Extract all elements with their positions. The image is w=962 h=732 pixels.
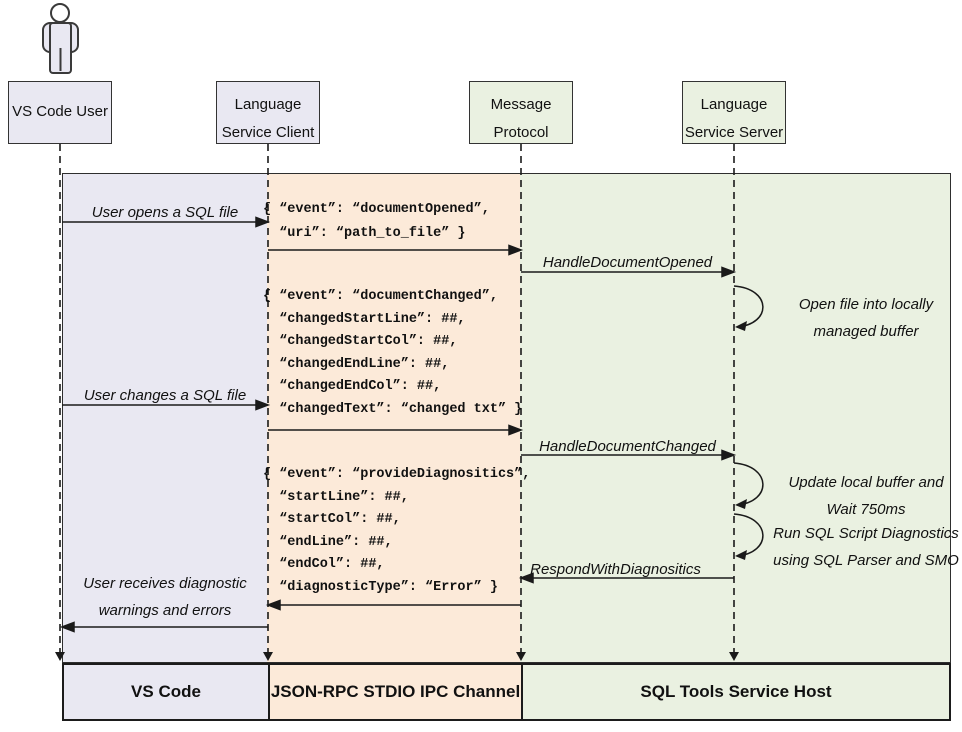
participant-label: Message: [490, 96, 552, 113]
lane-band-service-host: [520, 174, 950, 662]
lane-vscode: VS Code: [64, 665, 268, 719]
message-line: { “event”: “documentOpened”,: [263, 202, 490, 217]
label-respond-with-diagnostics: RespondWithDiagnositics: [530, 561, 701, 578]
message-line: “changedEndCol”: ##,: [263, 379, 442, 395]
message-line: “endCol”: ##,: [263, 557, 385, 573]
label-handle-document-changed: HandleDocumentChanged: [539, 438, 716, 455]
message-line: “uri”: “path_to_file” }: [263, 225, 466, 241]
label-user-receives-diagnostics: User receives diagnostic warnings and er…: [83, 575, 247, 619]
label-handle-document-opened: HandleDocumentOpened: [542, 254, 713, 271]
participant-label: Protocol: [493, 124, 549, 141]
label-open-file-buffer: Open file into locally managed buffer: [798, 296, 934, 340]
activity-bands: [62, 173, 951, 663]
label-run-diagnostics: Run SQL Script Diagnostics using SQL Par…: [773, 525, 959, 569]
message-line: “changedText”: “changed txt” }: [263, 401, 523, 417]
participant-label: Service Client: [221, 124, 315, 141]
person-icon: [42, 3, 79, 74]
participant-box-message-protocol: Message Protocol: [469, 81, 573, 144]
lane-service-host: SQL Tools Service Host: [521, 665, 949, 719]
label-user-opens-file: User opens a SQL file: [91, 204, 239, 221]
message-line: “endLine”: ##,: [263, 534, 393, 550]
message-line: “changedEndLine”: ##,: [263, 356, 450, 372]
system-lanes: VS Code JSON-RPC STDIO IPC Channel SQL T…: [62, 663, 951, 721]
participant-label: Language: [234, 96, 302, 113]
message-line: “changedStartCol”: ##,: [263, 334, 458, 350]
message-document-changed: { “event”: “documentChanged”, “changedSt…: [263, 286, 522, 422]
lane-ipc-channel: JSON-RPC STDIO IPC Channel: [268, 665, 521, 719]
message-line: “changedStartLine”: ##,: [263, 311, 466, 327]
message-line: { “event”: “documentChanged”,: [263, 289, 498, 304]
participant-label: Language: [700, 96, 768, 113]
participant-label: VS Code User: [12, 103, 108, 120]
participant-label: Service Server: [684, 124, 784, 141]
participant-box-language-service-client: Language Service Client: [216, 81, 320, 144]
participant-box-vscode-user: VS Code User: [8, 81, 112, 144]
label-update-buffer: Update local buffer and Wait 750ms: [788, 474, 944, 518]
message-line: “startLine”: ##,: [263, 489, 409, 505]
message-line: { “event”: “provideDiagnositics”,: [263, 467, 531, 482]
lane-band-ipc-channel: [267, 174, 520, 662]
message-line: “diagnosticType”: “Error” }: [263, 579, 498, 595]
message-provide-diagnostics: { “event”: “provideDiagnositics”, “start…: [263, 464, 530, 600]
label-user-changes-file: User changes a SQL file: [83, 387, 247, 404]
message-document-opened: { “event”: “documentOpened”, “uri”: “pat…: [263, 198, 490, 245]
participant-box-language-service-server: Language Service Server: [682, 81, 786, 144]
message-line: “startCol”: ##,: [263, 512, 401, 528]
lane-band-vscode: [63, 174, 267, 662]
